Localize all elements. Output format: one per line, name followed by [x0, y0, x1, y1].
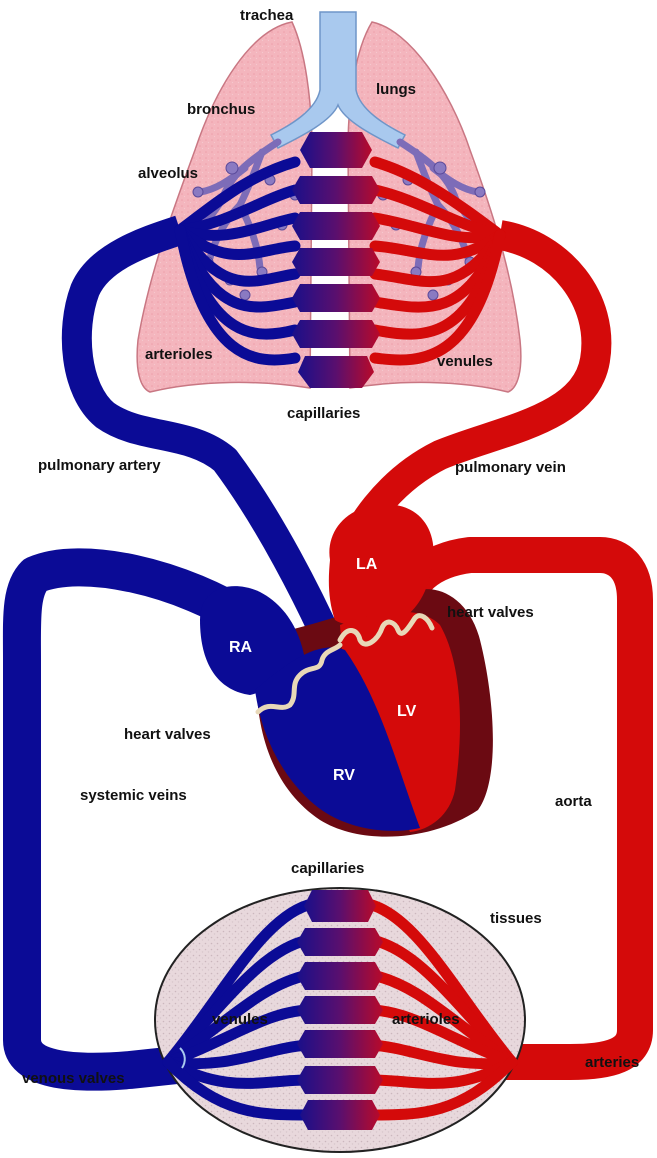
- alveolus-icon: [226, 162, 238, 174]
- label-lungs: lungs: [376, 81, 416, 98]
- label-pulmonary-arterioles: arterioles: [145, 346, 213, 363]
- label-systemic-capillaries: capillaries: [291, 860, 364, 877]
- label-bronchus: bronchus: [187, 101, 255, 118]
- label-alveolus: alveolus: [138, 165, 198, 182]
- label-pulmonary-venules: venules: [437, 353, 493, 370]
- label-pulmonary-vein: pulmonary vein: [455, 459, 566, 476]
- label-systemic-venules: venules: [212, 1011, 268, 1028]
- label-systemic-arterioles: arterioles: [392, 1011, 460, 1028]
- label-lv: LV: [397, 703, 417, 720]
- label-arteries: arteries: [585, 1054, 639, 1071]
- label-la: LA: [356, 556, 378, 573]
- label-systemic-veins: systemic veins: [80, 787, 187, 804]
- label-tissues: tissues: [490, 910, 542, 927]
- label-ra: RA: [229, 639, 253, 656]
- label-heart-valves-upper: heart valves: [447, 604, 534, 621]
- label-trachea: trachea: [240, 7, 294, 24]
- label-venous-valves: venous valves: [22, 1070, 125, 1087]
- label-heart-valves-lower: heart valves: [124, 726, 211, 743]
- label-rv: RV: [333, 767, 355, 784]
- label-pulmonary-capillaries: capillaries: [287, 405, 360, 422]
- label-pulmonary-artery: pulmonary artery: [38, 457, 161, 474]
- label-aorta: aorta: [555, 793, 592, 810]
